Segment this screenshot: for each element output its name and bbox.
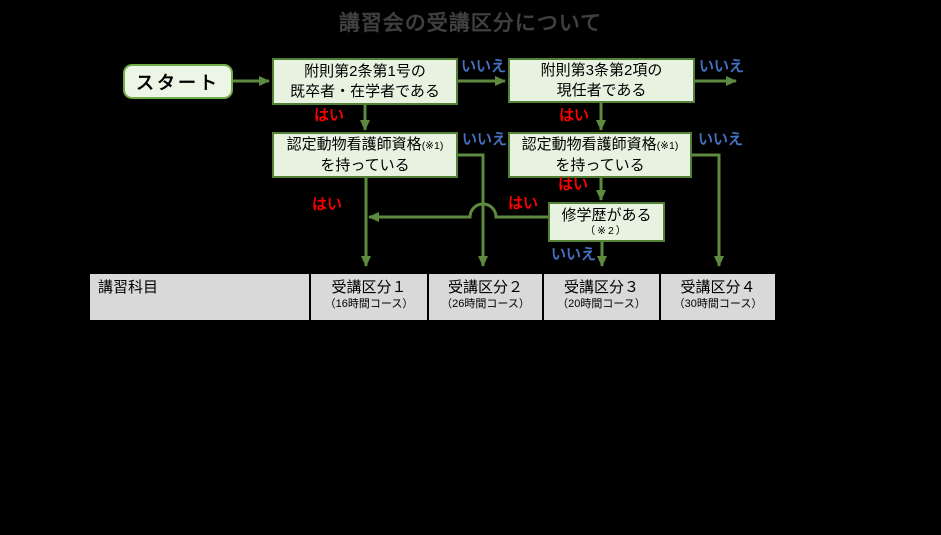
label-yes-q2: はい xyxy=(559,107,590,124)
arrow-q5-yes-merge-course1 xyxy=(368,202,548,222)
table-cell-subjects: 講習科目 xyxy=(90,274,309,320)
col-course4-title: 受講区分４ xyxy=(680,279,756,296)
col-course1-title: 受講区分１ xyxy=(331,279,407,296)
decision-q3-certified-nurse-left: 認定動物看護師資格(※1) を持っている xyxy=(272,132,458,178)
label-yes-q1: はい xyxy=(314,107,345,124)
col-course3-title: 受講区分３ xyxy=(563,279,639,296)
label-no-q1: いいえ xyxy=(461,58,507,75)
col-course3-subtitle: （20時間コース） xyxy=(557,298,646,310)
q1-line1: 附則第2条第1号の xyxy=(304,62,426,80)
decision-q1-graduate-or-student: 附則第2条第1号の 既卒者・在学者である xyxy=(272,58,458,105)
table-cell-course3: 受講区分３ （20時間コース） xyxy=(542,274,659,320)
q3-note: (※1) xyxy=(421,139,444,152)
table-cell-course1: 受講区分１ （16時間コース） xyxy=(309,274,427,320)
col-course4-subtitle: （30時間コース） xyxy=(673,298,763,310)
q2-line2: 現任者である xyxy=(556,81,647,99)
decision-q4-certified-nurse-right: 認定動物看護師資格(※1) を持っている xyxy=(508,132,692,178)
q1-line2: 既卒者・在学者である xyxy=(290,82,440,100)
label-yes-q4: はい xyxy=(558,176,589,193)
label-no-q5: いいえ xyxy=(551,246,597,263)
label-yes-q3: はい xyxy=(312,196,343,213)
q2-line1: 附則第3条第2項の xyxy=(540,61,663,79)
arrow-q4-no-to-course4 xyxy=(692,153,724,267)
col-subjects-title: 講習科目 xyxy=(98,279,159,296)
q3-main: 認定動物看護師資格 xyxy=(286,135,422,153)
page-title: 講習会の受講区分について xyxy=(338,12,603,35)
q5-line1: 修学歴がある xyxy=(561,206,652,224)
course-category-table: 講習科目 受講区分１ （16時間コース） 受講区分２ （26時間コース） 受講区… xyxy=(88,272,777,322)
label-no-q2: いいえ xyxy=(699,58,745,75)
q4-line1: 認定動物看護師資格(※1) xyxy=(522,135,679,156)
arrow-q3-no-to-course2 xyxy=(458,153,488,267)
q4-line2: を持っている xyxy=(555,156,645,174)
q5-note: （※2） xyxy=(584,224,629,237)
col-course2-subtitle: （26時間コース） xyxy=(441,298,530,310)
table-cell-course4: 受講区分４ （30時間コース） xyxy=(659,274,775,320)
label-no-q4: いいえ xyxy=(698,131,744,148)
decision-q2-current-worker: 附則第3条第2項の 現任者である xyxy=(508,58,695,103)
col-course1-subtitle: （16時間コース） xyxy=(324,298,414,310)
table-cell-course2: 受講区分２ （26時間コース） xyxy=(427,274,542,320)
q3-line2: を持っている xyxy=(320,156,410,174)
start-node: スタート xyxy=(123,64,233,99)
start-label: スタート xyxy=(136,72,220,93)
q4-main: 認定動物看護師資格 xyxy=(521,135,657,153)
q3-line1: 認定動物看護師資格(※1) xyxy=(287,135,444,156)
decision-q5-education-history: 修学歴がある （※2） xyxy=(548,202,665,242)
col-course2-title: 受講区分２ xyxy=(447,279,523,296)
label-yes-q5: はい xyxy=(508,195,539,212)
q4-note: (※1) xyxy=(656,139,679,152)
label-no-q3: いいえ xyxy=(462,131,508,148)
